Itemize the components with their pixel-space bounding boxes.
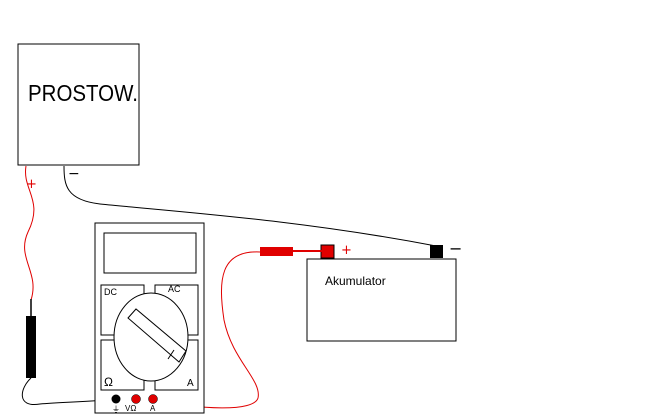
rectifier: PROSTOW. xyxy=(17,43,140,166)
jack-com xyxy=(111,394,121,404)
jack-vohm-label: VΩ xyxy=(125,404,136,413)
battery-box xyxy=(306,258,457,342)
multimeter: DC AC Ω A ⏚ VΩ A xyxy=(94,222,205,414)
jack-com-label: ⏚ xyxy=(112,405,120,414)
rectifier-box xyxy=(17,43,140,166)
wire-probe-to-com xyxy=(21,377,117,405)
red-probe xyxy=(260,247,323,256)
battery-minus-sign: − xyxy=(449,239,462,258)
jack-a xyxy=(148,394,158,404)
rectifier-plus-sign: + xyxy=(26,177,37,192)
wire-rectifier-to-battery-minus xyxy=(63,165,437,247)
battery-minus-terminal xyxy=(430,245,443,258)
jack-a-label: A xyxy=(150,404,156,413)
jack-vohm xyxy=(131,394,141,404)
battery-plus-sign: + xyxy=(341,243,352,258)
ac-label: AC xyxy=(168,284,181,294)
dial-pointer xyxy=(127,308,187,363)
multimeter-display xyxy=(103,232,197,274)
ohm-label: Ω xyxy=(104,375,113,389)
wire-probe-to-a-jack xyxy=(152,251,261,409)
amp-label: A xyxy=(187,378,194,389)
rectifier-label: PROSTOW. xyxy=(28,80,138,106)
wire-rectifier-plus-to-probe xyxy=(24,165,35,301)
dc-label: DC xyxy=(104,287,117,297)
battery-label: Akumulator xyxy=(325,274,386,288)
black-probe xyxy=(26,299,36,378)
rectifier-minus-sign: − xyxy=(68,166,80,182)
battery: Akumulator + − xyxy=(306,239,462,342)
